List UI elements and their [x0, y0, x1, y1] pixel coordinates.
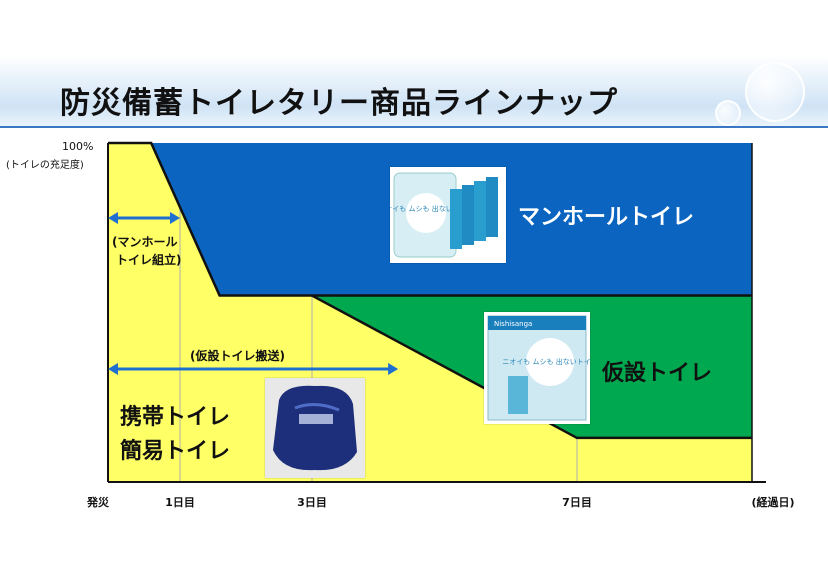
- x-tick-1: 1日目: [165, 496, 195, 509]
- product-a-label: ニオイも ムシも 出ないトイレ: [390, 204, 474, 213]
- label-portable-1: 携帯トイレ: [120, 404, 230, 430]
- boundary-manhole: [108, 141, 752, 297]
- arrow-manhole-assembly-head-right: [170, 212, 180, 224]
- boundary-temporary: [311, 294, 752, 440]
- label-portable-2: 簡易トイレ: [120, 438, 230, 464]
- product-photo-manhole: ニオイも ムシも 出ないトイレ: [390, 167, 506, 263]
- x-tick-4: (経過日): [751, 495, 794, 509]
- x-tick-3: 7日目: [562, 496, 592, 509]
- x-tick-0: 発災: [86, 495, 110, 509]
- x-tick-2: 3日目: [297, 496, 327, 509]
- arrow-temporary-transport-head-left: [108, 363, 118, 375]
- label-manhole: マンホールトイレ: [518, 205, 694, 230]
- label-temporary: 仮設トイレ: [601, 360, 712, 386]
- product-b-brand: Nishisanga: [494, 320, 532, 328]
- arrow-temporary-transport-head-right: [388, 363, 399, 375]
- y-max-label: 100%: [62, 140, 93, 153]
- page-title: 防災備蓄トイレタリー商品ラインナップ: [60, 86, 618, 121]
- product-b-label: ニオイも ムシも 出ないトイレ: [502, 357, 590, 366]
- product-photo-portable: [265, 378, 365, 478]
- decor-bubble-large: [745, 62, 805, 122]
- title-underline: [0, 126, 828, 128]
- product-photo-temporary: Nishisanga ニオイも ムシも 出ないトイレ: [484, 312, 590, 424]
- decor-bubble-small: [715, 100, 741, 126]
- title-banner: [0, 56, 828, 128]
- arrow-manhole-assembly-head-left: [108, 212, 118, 224]
- annotation-temporary: (仮設トイレ搬送): [190, 348, 285, 363]
- annotation-manhole-1: (マンホール: [112, 235, 178, 249]
- annotation-manhole-2: トイレ組立): [116, 252, 182, 267]
- y-caption: (トイレの充足度): [6, 158, 84, 171]
